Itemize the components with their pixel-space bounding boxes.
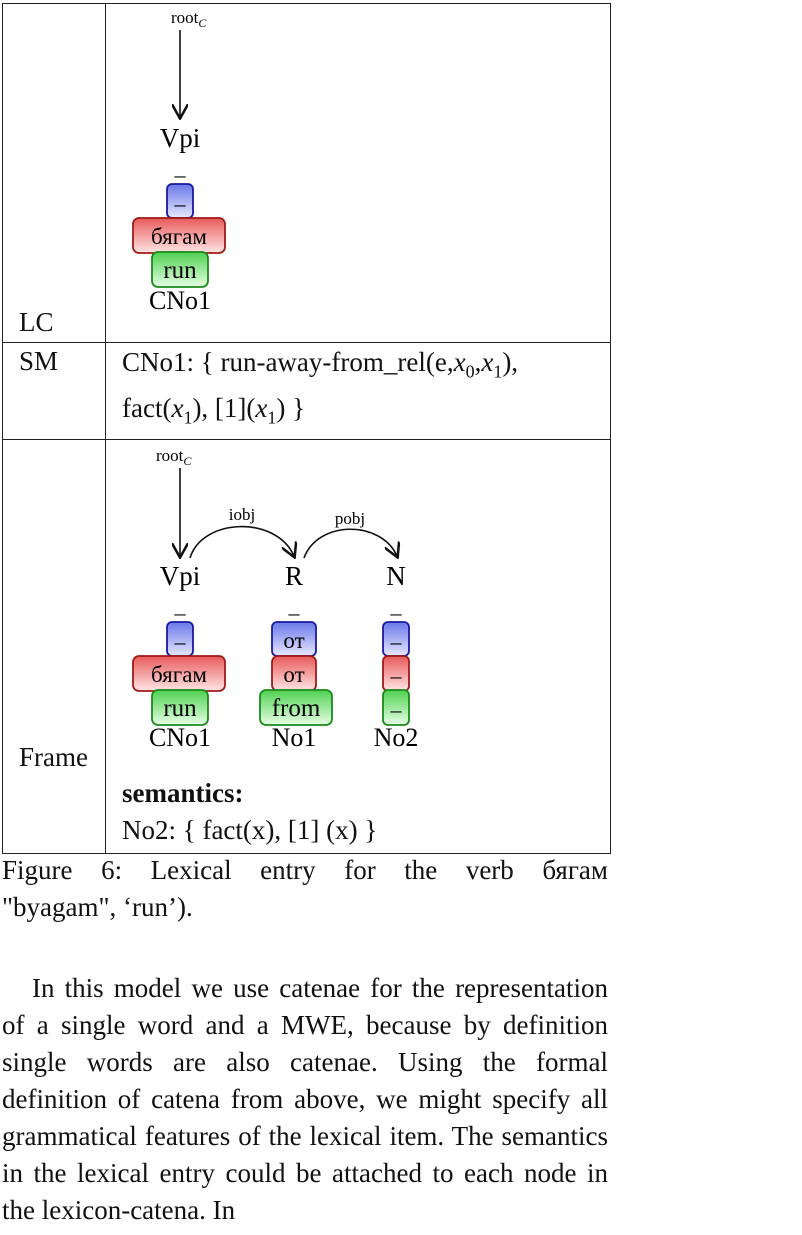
iobj-label: iobj [229, 505, 255, 524]
semantics-body: No2: { fact(x), [1] (x) } [122, 814, 378, 845]
node-feature: – [288, 600, 301, 625]
node-pos: R [285, 561, 303, 591]
node-id: No1 [272, 723, 317, 750]
lexical-entry-table: LC rootC [2, 3, 611, 854]
node-red-text: бягам [151, 662, 207, 687]
node-pos: Vpi [160, 561, 201, 591]
node-feature: – [174, 600, 187, 625]
frame-cell: rootC iobj pobj Vpi – – бягам run [105, 438, 611, 854]
lc-root-label: rootC [171, 8, 207, 30]
node-red-text: от [283, 662, 304, 687]
figure-caption: Figure 6: Lexical entry for the verb бяг… [2, 852, 608, 926]
frame-node-noun: N – – – – No2 [374, 561, 419, 752]
caption-line-1: Figure 6: Lexical entry for the verb бяг… [2, 855, 608, 885]
body-paragraph: In this model we use catenae for the rep… [2, 973, 608, 1225]
node-green-text: – [390, 697, 403, 722]
frame-semantics: semantics: No2: { fact(x), [1] (x) } [122, 775, 377, 849]
pobj-label: pobj [335, 509, 365, 528]
node-green-box [151, 688, 209, 726]
node-blue-text: – [390, 629, 403, 654]
node-blue-text: – [174, 629, 187, 654]
frame-root-label: rootC [156, 446, 192, 468]
node-green-text: run [163, 695, 197, 722]
lc-green-box [151, 251, 209, 288]
lc-node-id: CNo1 [149, 286, 211, 315]
row-label-sm: SM [2, 342, 106, 440]
frame-node-verb: Vpi – – бягам run CNo1 [132, 561, 226, 752]
lc-node-pos: Vpi [160, 123, 201, 153]
frame-node-preposition: R – от от from No1 [259, 561, 333, 752]
semantics-heading: semantics: [122, 777, 244, 808]
lc-row: LC rootC [2, 3, 611, 343]
node-pos: N [386, 561, 406, 591]
iobj-arc [189, 525, 294, 557]
sm-row: SM CNo1: { run-away-from_rel(e,x0,x1), f… [2, 342, 611, 440]
node-id: No2 [374, 723, 419, 750]
row-label-frame: Frame [2, 438, 106, 854]
pobj-arc [303, 528, 397, 558]
node-blue-text: от [283, 628, 304, 653]
row-label-lc: LC [2, 3, 106, 343]
lc-green-text: run [163, 257, 197, 284]
node-green-box [259, 688, 333, 726]
node-feature: – [390, 600, 403, 625]
lc-catena-diagram: rootC Vpi – – бягам run CNo1 [132, 8, 226, 315]
node-id: CNo1 [149, 723, 211, 750]
caption-line-2: "byagam", ‘run’). [2, 892, 193, 922]
lc-cell: rootC Vpi – – бягам run CNo1 [105, 3, 611, 343]
lc-blue-text: – [174, 191, 187, 216]
sm-cell: CNo1: { run-away-from_rel(e,x0,x1), fact… [105, 342, 611, 440]
lc-red-text: бягам [151, 224, 207, 249]
node-green-box [382, 688, 410, 726]
lc-node-feature: – [174, 162, 187, 187]
frame-catena-diagram: rootC iobj pobj Vpi – – бягам run [132, 446, 419, 752]
node-green-text: from [272, 695, 321, 722]
node-red-text: – [390, 663, 403, 688]
frame-row: Frame rootC iobj pobj Vpi – – [2, 438, 611, 854]
sm-line-2: fact(x1), [1](x1) } [122, 393, 306, 428]
sm-line-1: CNo1: { run-away-from_rel(e,x0,x1), [122, 347, 519, 382]
